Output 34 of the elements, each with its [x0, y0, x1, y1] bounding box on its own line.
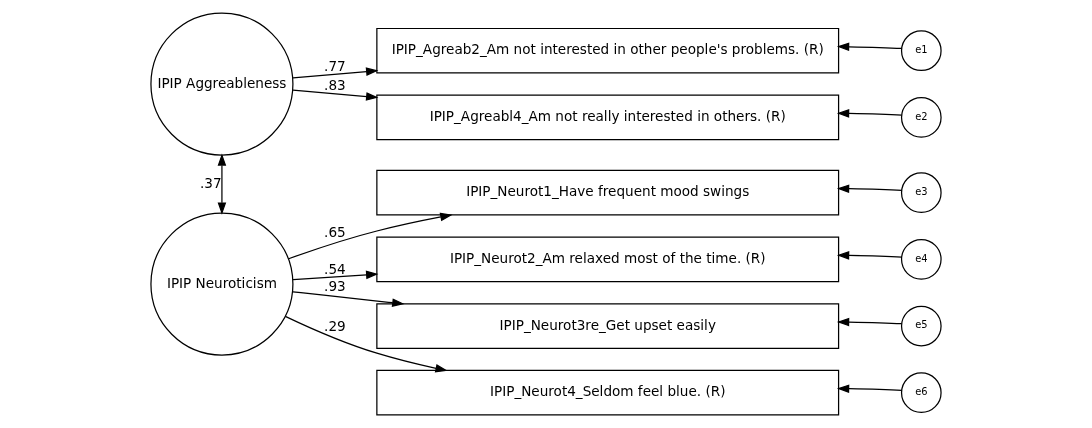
- node-box: IPIP_Neurot4_Seldom feel blue. (R): [376, 369, 840, 416]
- edge-label: .65: [324, 223, 346, 240]
- edge-label: .29: [324, 317, 346, 334]
- edge-label: .54: [324, 260, 346, 277]
- node-box: IPIP_Neurot1_Have frequent mood swings: [376, 169, 840, 216]
- node-circle: e1: [900, 30, 942, 72]
- node-circle: e5: [900, 305, 942, 347]
- arrow: [292, 270, 379, 281]
- node-circle: e6: [900, 372, 942, 414]
- arrow: [284, 315, 448, 373]
- arrow: [217, 153, 227, 215]
- edge-label: .77: [324, 58, 346, 75]
- node-circle: IPIP Aggreableness: [150, 12, 294, 156]
- edge-label: .37: [200, 174, 222, 191]
- arrow: [836, 42, 903, 52]
- arrow: [288, 212, 453, 260]
- node-box: IPIP_Neurot3re_Get upset easily: [376, 303, 840, 349]
- node-box: IPIP_Agreab2_Am not interested in other people's problems. (R): [376, 27, 840, 74]
- node-circle: e3: [900, 172, 942, 214]
- arrow: [836, 184, 903, 194]
- node-circle: e2: [900, 97, 942, 138]
- arrow: [836, 109, 903, 118]
- arrow: [836, 251, 903, 260]
- arrow: [836, 317, 903, 327]
- node-circle: IPIP Neuroticism: [150, 212, 294, 356]
- arrow: [292, 291, 405, 307]
- node-circle: e4: [900, 239, 942, 280]
- node-box: IPIP_Agreabl4_Am not really interested in others. (R): [376, 94, 840, 141]
- arrow: [292, 67, 379, 79]
- arrow: [836, 384, 903, 394]
- edge-label: .83: [324, 76, 346, 93]
- edge-label: .93: [324, 278, 346, 295]
- node-box: IPIP_Neurot2_Am relaxed most of the time. (R): [376, 236, 840, 283]
- arrow: [292, 89, 379, 101]
